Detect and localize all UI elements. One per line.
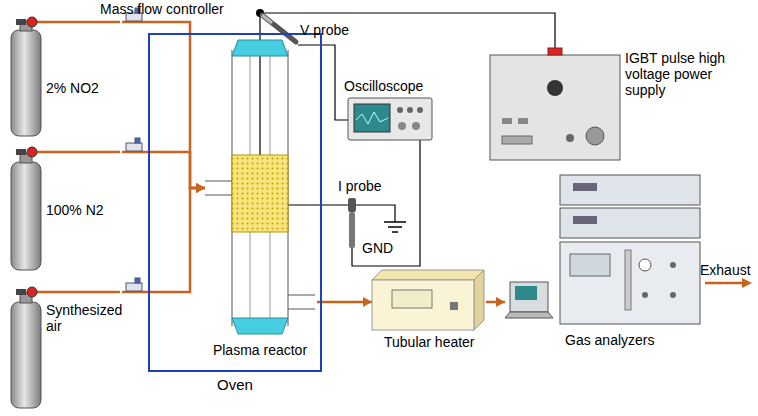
oscilloscope: Oscilloscope (342, 78, 442, 146)
part-label: GND (362, 240, 393, 256)
node-label: Plasma reactor (205, 342, 315, 358)
node-label: Tubular heater (384, 334, 484, 350)
plasma-reactor: Plasma reactor (205, 36, 317, 362)
exhaust-arrow (705, 278, 752, 288)
gas-cylinder-drawing (8, 8, 120, 138)
node-label: Oven (148, 376, 322, 394)
arrow-head (496, 297, 505, 307)
gas-line (486, 297, 505, 307)
tubular-heater: Tubular heater (372, 268, 486, 354)
hv-wire (260, 13, 555, 48)
arrow-head (196, 183, 205, 193)
part-label: V probe (300, 22, 349, 38)
node-label: 100% N2 (46, 202, 120, 218)
gas-cylinder-drawing (8, 280, 120, 410)
part-label: I probe (338, 178, 382, 194)
gas-cylinder: Synthesized air (8, 280, 122, 410)
arrow-head (196, 183, 205, 193)
node-label: Synthesized air (46, 302, 120, 334)
arrow-head (196, 183, 205, 193)
node-label: IGBT pulse high voltage power supply (625, 50, 753, 98)
gas-line (122, 22, 205, 193)
i-probe-and-ground (288, 140, 420, 266)
gas-line (122, 183, 205, 292)
part-label: Exhaust (700, 262, 751, 278)
gas-cylinder: 2% NO2 (8, 8, 122, 138)
connector-line (260, 13, 555, 48)
gas-analyzers: Gas analyzers (505, 170, 705, 352)
part-label: Mass flow controller (100, 1, 224, 17)
arrow-head (363, 297, 372, 307)
power-supply: IGBT pulse high voltage power supply (490, 48, 755, 160)
gas-analyzers-drawing (505, 170, 705, 352)
connector-line (122, 188, 205, 292)
oven-box: OvenPlasma reactor (148, 33, 322, 372)
node-label: Gas analyzers (565, 332, 695, 348)
gas-cylinder: 100% N2 (8, 140, 122, 272)
mass-flow-controller (126, 8, 142, 291)
connector-line (122, 22, 205, 188)
connector-line (122, 152, 205, 188)
node-label: 2% NO2 (46, 80, 120, 96)
plasma-reactor-drawing (205, 36, 315, 362)
gas-line (317, 297, 372, 307)
node-label: Oscilloscope (344, 78, 440, 94)
